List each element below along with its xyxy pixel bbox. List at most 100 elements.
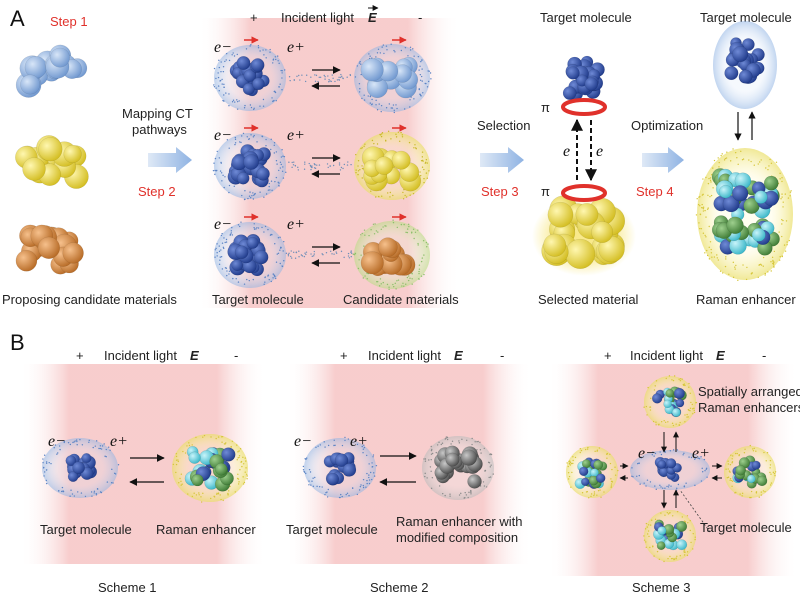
density-dot — [67, 441, 70, 444]
density-dot — [411, 273, 413, 275]
density-dot — [107, 446, 110, 448]
density-dot — [418, 278, 420, 280]
density-dot — [105, 456, 107, 458]
density-dot — [664, 487, 666, 489]
density-dot — [738, 454, 741, 456]
density-dot — [417, 229, 419, 231]
density-dot — [744, 448, 746, 451]
density-dot — [77, 491, 79, 493]
density-dot — [405, 196, 408, 198]
density-dot — [655, 424, 657, 426]
atom-sphere — [81, 453, 92, 464]
density-dot — [458, 494, 461, 496]
density-dot — [427, 243, 429, 245]
density-dot — [646, 414, 648, 416]
density-dot — [243, 481, 246, 484]
density-dot — [360, 147, 362, 150]
density-dot — [700, 480, 703, 482]
density-dot — [734, 151, 737, 154]
bridge-dot — [347, 255, 350, 257]
density-dot — [370, 190, 372, 192]
density-dot — [239, 448, 242, 450]
candidate-materials-label: Candidate materials — [343, 292, 459, 307]
density-dot — [677, 483, 680, 486]
density-dot — [686, 515, 689, 517]
density-dot — [283, 155, 286, 158]
density-dot — [366, 454, 368, 457]
density-dot — [757, 163, 759, 165]
density-dot — [256, 227, 258, 229]
density-dot — [702, 178, 704, 180]
density-dot — [649, 409, 652, 411]
density-dot — [463, 497, 465, 499]
density-dot — [477, 440, 479, 443]
bridge-dot — [332, 164, 335, 167]
bridge-dot — [295, 251, 298, 254]
density-dot — [417, 244, 419, 246]
density-dot — [279, 83, 281, 85]
density-dot — [702, 208, 705, 210]
density-dot — [731, 480, 734, 482]
density-dot — [710, 181, 712, 183]
density-dot — [73, 495, 76, 497]
bridge-dot — [346, 164, 349, 166]
density-dot — [357, 160, 360, 162]
density-dot — [368, 463, 370, 465]
density-dot — [396, 280, 398, 282]
density-dot — [742, 158, 745, 160]
density-dot — [720, 154, 722, 157]
density-dot — [771, 256, 774, 259]
bridge-dot — [332, 77, 334, 79]
density-dot — [430, 487, 433, 490]
bridge-dot — [310, 76, 312, 78]
density-dot — [236, 100, 239, 103]
density-dot — [95, 492, 98, 495]
density-dot — [272, 277, 274, 279]
density-dot — [782, 206, 784, 208]
density-dot — [488, 462, 491, 464]
density-dot — [364, 275, 366, 277]
density-dot — [784, 193, 786, 195]
density-dot — [470, 493, 472, 495]
density-dot — [234, 491, 236, 493]
density-dot — [362, 448, 365, 450]
density-dot — [709, 177, 712, 179]
target-molecule-label-s2: Target molecule — [286, 522, 378, 537]
density-dot — [216, 150, 218, 153]
density-dot — [327, 444, 330, 447]
density-dot — [587, 446, 589, 449]
density-dot — [423, 177, 425, 180]
density-dot — [265, 193, 268, 195]
density-dot — [284, 69, 286, 71]
density-dot — [352, 253, 355, 255]
density-dot — [277, 252, 280, 255]
density-dot — [395, 133, 397, 136]
density-dot — [676, 487, 678, 490]
step2-arrow — [148, 147, 192, 173]
density-dot — [650, 397, 652, 400]
density-dot — [265, 138, 267, 141]
density-dot — [397, 131, 400, 133]
density-dot — [218, 245, 220, 247]
density-dot — [232, 277, 234, 280]
bridge-dot — [304, 80, 307, 83]
density-dot — [760, 494, 763, 496]
density-dot — [278, 169, 280, 172]
density-dot — [706, 208, 709, 210]
density-dot — [683, 550, 685, 552]
density-dot — [611, 468, 613, 471]
density-dot — [699, 205, 701, 207]
density-dot — [110, 482, 113, 484]
density-dot — [732, 148, 734, 150]
density-dot — [426, 86, 429, 88]
density-dot — [755, 450, 757, 452]
density-dot — [282, 250, 284, 252]
density-dot — [237, 224, 240, 226]
density-dot — [213, 162, 215, 164]
density-dot — [285, 252, 288, 255]
step4-arrow — [642, 147, 684, 173]
density-dot — [470, 491, 472, 494]
density-dot — [274, 243, 276, 245]
density-dot — [637, 462, 639, 465]
density-dot — [636, 475, 638, 478]
